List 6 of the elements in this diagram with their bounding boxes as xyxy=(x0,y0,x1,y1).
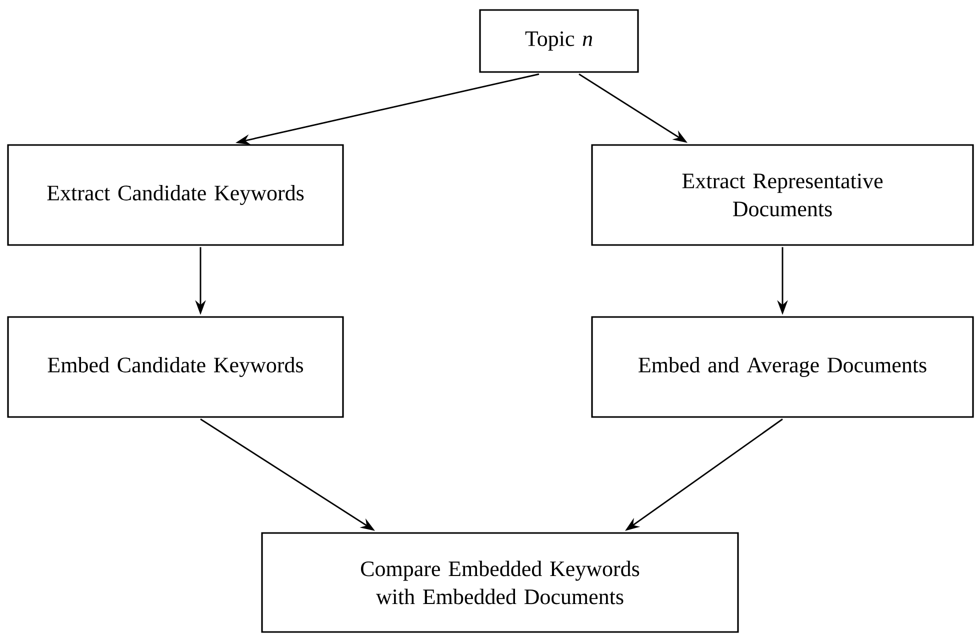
process-box: Topic n xyxy=(479,9,639,73)
process-box: Compare Embedded Keywords with Embedded Documents xyxy=(261,532,739,633)
process-box: Embed Candidate Keywords xyxy=(7,316,344,418)
process-box: Extract Candidate Keywords xyxy=(7,144,344,246)
process-box: Embed and Average Documents xyxy=(591,316,974,418)
process-box: Extract Representative Documents xyxy=(591,144,974,246)
